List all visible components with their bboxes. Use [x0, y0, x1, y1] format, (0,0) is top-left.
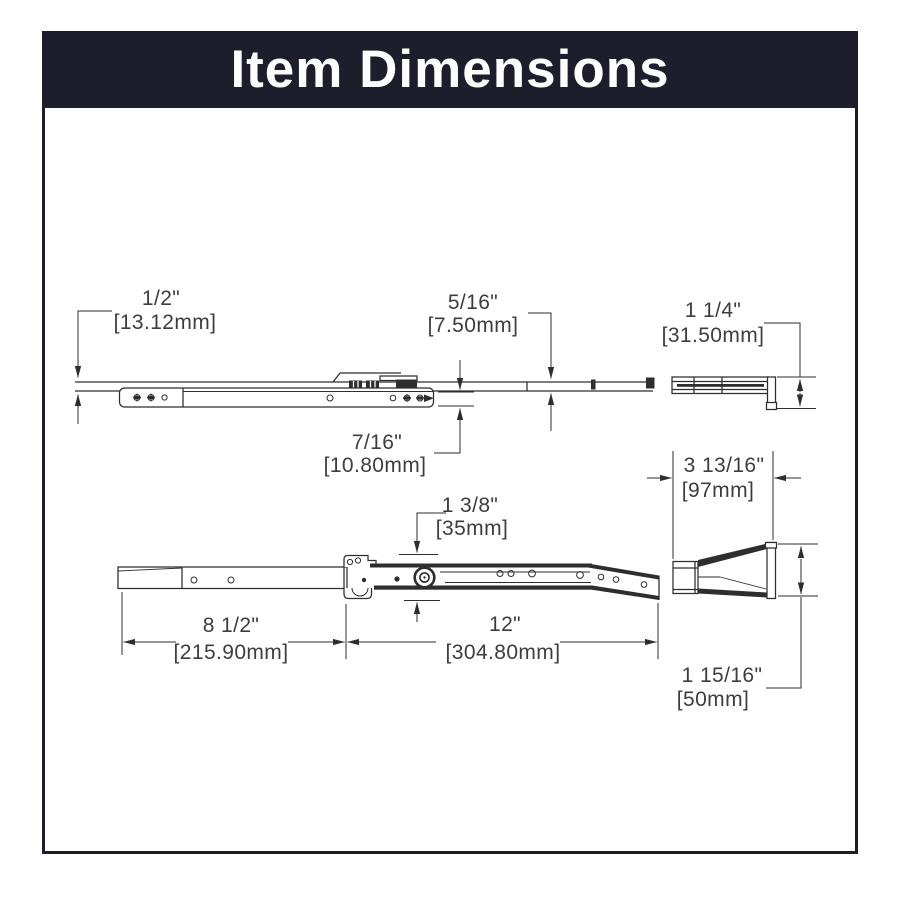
dim-8-1-2-label: 8 1/2" [203, 614, 260, 637]
dim-5-16-label: 5/16" [448, 291, 498, 314]
dimension-flange-height: 1 15/16" [50mm] [677, 543, 818, 711]
dim-7-16-mm: [10.80mm] [324, 454, 427, 477]
dimension-end-view-height: 1 1/4" [31.50mm] [662, 299, 816, 409]
top-end-profile-view [671, 376, 778, 411]
dim-8-1-2-mm: [215.90mm] [174, 641, 289, 664]
dim-half-inch-label: 1/2" [142, 287, 180, 310]
dimension-channel-height: 7/16" [10.80mm] [324, 360, 474, 477]
dim-1-1-4-label: 1 1/4" [685, 299, 742, 322]
dimension-rail-thickness: 5/16" [7.50mm] [428, 291, 555, 431]
dimension-bracket-depth: 3 13/16" [97mm] [647, 451, 801, 559]
dim-12in-mm: [304.80mm] [446, 641, 561, 664]
dim-12in-label: 12" [489, 613, 521, 636]
page-title: Item Dimensions [230, 40, 670, 99]
bottom-end-profile-view [672, 541, 778, 600]
header-bar: Item Dimensions [42, 31, 858, 108]
dimension-slide-top-offset: 1/2" [13.12mm] [74, 287, 217, 424]
dimension-slide-height: 1 3/8" [35mm] [399, 494, 508, 622]
dim-1-1-4-mm: [31.50mm] [662, 324, 765, 347]
dim-1-15-16-label: 1 15/16" [682, 664, 763, 687]
dimension-closed-section-length: 8 1/2" [215.90mm] [121, 592, 347, 664]
extended-slide-view [117, 554, 660, 600]
dim-1-15-16-mm: [50mm] [677, 688, 749, 711]
dim-1-3-8-label: 1 3/8" [442, 494, 499, 517]
dim-half-inch-mm: [13.12mm] [114, 311, 217, 334]
dim-3-13-16-label: 3 13/16" [684, 454, 765, 477]
dim-5-16-mm: [7.50mm] [428, 314, 519, 337]
dimension-slide-length: 12" [304.80mm] [347, 603, 659, 664]
drawing-frame [42, 31, 858, 854]
dim-1-3-8-mm: [35mm] [436, 517, 508, 540]
top-view-closed-slide [75, 372, 655, 408]
dim-3-13-16-mm: [97mm] [682, 479, 754, 502]
dim-7-16-label: 7/16" [352, 431, 402, 454]
